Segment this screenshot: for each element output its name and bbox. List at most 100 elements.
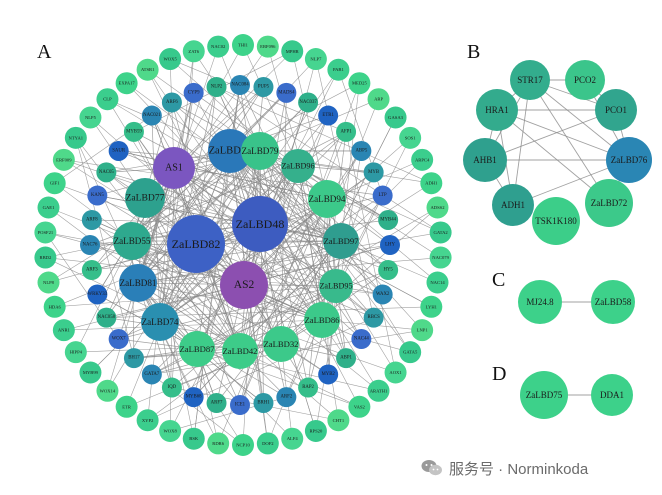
node-zalbd72-circle xyxy=(585,179,633,227)
node-zalbd53-circle xyxy=(208,129,252,173)
node-nlp8: NLP8 xyxy=(37,271,60,294)
node-vas2: VAS2 xyxy=(348,395,371,418)
node-mads4-label: MADS4 xyxy=(278,90,295,95)
node-ice1: ICE1 xyxy=(230,395,250,415)
node-pab1-label: PAB1 xyxy=(333,67,345,72)
node-wox8: WOX8 xyxy=(159,419,182,442)
node-med25-circle xyxy=(348,72,371,95)
network-edge xyxy=(216,86,441,233)
node-zalbd94-circle xyxy=(308,180,346,218)
node-zalbd95: ZaLBD95 xyxy=(319,269,353,303)
node-zalbd77-label: ZaLBD77 xyxy=(126,193,165,204)
node-myb59: MYB59 xyxy=(123,121,144,142)
network-edge xyxy=(193,51,261,152)
node-nac037-label: NAC037 xyxy=(299,100,317,105)
node-brh1-label: BRH1 xyxy=(257,401,270,406)
network-edge xyxy=(159,92,194,323)
node-zalbd32: ZaLBD32 xyxy=(263,326,299,362)
node-str17-label: STR17 xyxy=(517,75,543,85)
node-nlp7: NLP7 xyxy=(304,48,327,71)
node-myb-circle xyxy=(363,162,384,183)
wechat-icon xyxy=(421,460,442,476)
node-nac02-label: NAC02 xyxy=(211,44,226,49)
node-arath1-label: ARATH1 xyxy=(370,388,388,393)
node-zalbd82-circle xyxy=(167,215,225,273)
network-edge xyxy=(242,44,299,167)
node-myb44-label: MYB44 xyxy=(380,217,396,222)
network-edge xyxy=(131,131,347,242)
node-zalbd95-circle xyxy=(319,269,353,303)
node-erf009-circle xyxy=(52,148,75,171)
node-etr: ETR xyxy=(115,395,138,418)
node-bsk: BSK xyxy=(182,427,205,450)
node-zalbd53: ZaLBD53 xyxy=(208,129,252,173)
node-zalbd81-label: ZaLBD81 xyxy=(120,278,157,288)
node-clp-label: CLP xyxy=(103,97,112,102)
node-rbcs-label: RBCS xyxy=(368,315,381,320)
node-myb2-label: MYB2 xyxy=(322,372,336,377)
node-adh1-label: ADH1 xyxy=(425,181,438,186)
network-edge xyxy=(45,232,245,286)
node-adh1-circle xyxy=(420,172,443,195)
node-zalbd96: ZaLBD96 xyxy=(281,149,315,183)
node-saur: SAUR xyxy=(108,140,129,161)
node-pab1: PAB1 xyxy=(327,58,350,81)
node-zalbd55: ZaLBD55 xyxy=(113,222,151,260)
node-arath1: ARATH1 xyxy=(367,379,390,402)
node-zalbd55-circle xyxy=(113,222,151,260)
node-mj24-8-label: MJ24.8 xyxy=(526,297,554,307)
node-arf2: ARF2 xyxy=(276,387,297,408)
node-cyp9-circle xyxy=(183,82,204,103)
network-edge xyxy=(259,150,383,295)
node-nac037: NAC037 xyxy=(298,92,319,113)
node-zalbd97-label: ZaLBD97 xyxy=(324,236,360,246)
node-adh1: ADH1 xyxy=(420,172,443,195)
node-nac05-label: NAC05 xyxy=(99,170,115,175)
node-myb59-label: MYB59 xyxy=(126,129,142,134)
node-gasa3-circle xyxy=(384,106,407,129)
node-adh1-circle xyxy=(492,184,534,226)
node-zalbd86-circle xyxy=(304,302,340,338)
node-zalbd77-circle xyxy=(125,178,165,218)
node-nac14-label: NAC14 xyxy=(430,280,445,285)
node-wox7: WOX7 xyxy=(108,329,129,350)
network-edge xyxy=(147,350,241,421)
node-zalbd79-circle xyxy=(241,132,279,170)
node-arpc4-label: ARPC4 xyxy=(415,157,430,162)
node-rbd2-label: RBD2 xyxy=(40,255,52,260)
network-edge xyxy=(335,137,411,287)
node-etr1-circle xyxy=(318,105,339,126)
node-adh1-label: ADH1 xyxy=(501,200,525,210)
network-b-edge xyxy=(484,109,617,161)
node-posf21: POSF21 xyxy=(34,221,57,244)
node-mphr: MPHR xyxy=(281,40,304,63)
node-myb68-circle xyxy=(183,387,204,408)
network-edge xyxy=(91,150,231,271)
node-cht1: CHT1 xyxy=(327,409,350,432)
node-wox5-label: WOX5 xyxy=(163,57,177,62)
node-myb99-label: MYB99 xyxy=(83,370,99,375)
node-arf3-label: ARF3 xyxy=(86,268,98,273)
node-etr1-label: ETR1 xyxy=(322,113,334,118)
node-arf8: ARF8 xyxy=(81,209,102,230)
node-atsr1: ATSR1 xyxy=(136,58,159,81)
network-edge xyxy=(173,167,383,196)
node-nac079-label: NAC079 xyxy=(432,255,449,260)
node-nac058-label: NAC058 xyxy=(98,315,116,320)
node-gata5-label: GATA5 xyxy=(403,350,418,355)
node-as1-circle xyxy=(153,147,195,189)
node-mphr-circle xyxy=(281,40,304,63)
node-pco1: PCO1 xyxy=(595,89,637,131)
node-arf8-circle xyxy=(81,209,102,230)
network-edge xyxy=(229,150,379,391)
node-pab1-circle xyxy=(327,58,350,81)
node-sos1: SOS1 xyxy=(399,126,422,149)
node-alf4-label: ALF4 xyxy=(287,436,299,441)
node-nac058: NAC058 xyxy=(96,307,117,328)
node-arf3: ARF3 xyxy=(81,260,102,281)
node-zalbd42-label: ZaLBD42 xyxy=(223,346,258,356)
network-edge xyxy=(196,319,323,350)
node-mads4-circle xyxy=(276,82,297,103)
node-dda1-circle xyxy=(591,374,633,416)
node-tsk1k180-label: TSK1K180 xyxy=(535,216,577,226)
